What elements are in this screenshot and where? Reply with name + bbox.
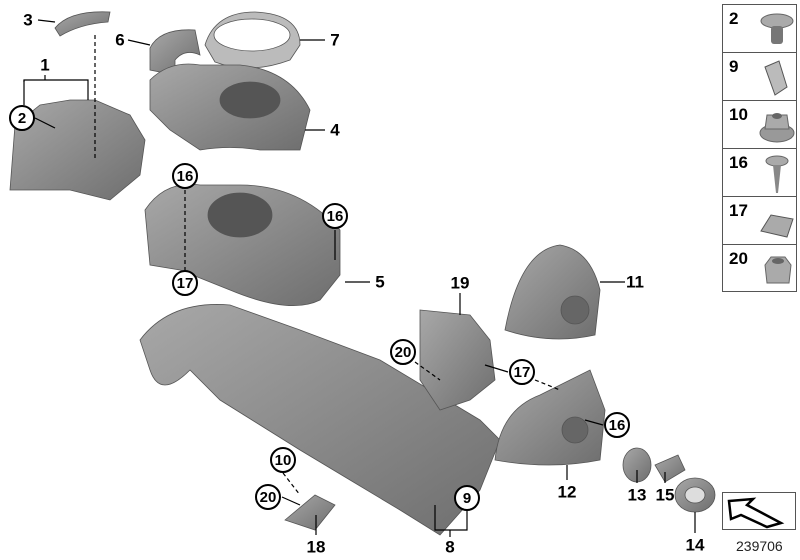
document-number: 239706	[736, 538, 783, 554]
legend-label: 9	[729, 57, 739, 76]
legend-label: 16	[729, 153, 748, 172]
circled-callout-16[interactable]: 16	[604, 412, 630, 438]
part-11-cover	[504, 244, 601, 340]
legend-item-17[interactable]: 17	[723, 197, 796, 245]
legend-label: 10	[729, 105, 748, 124]
callout-19[interactable]: 19	[450, 273, 470, 293]
circled-callout-20[interactable]: 20	[255, 484, 281, 510]
circled-callout-9[interactable]: 9	[454, 485, 480, 511]
legend-item-10[interactable]: 10	[723, 101, 796, 149]
clip-rivet-icon	[760, 13, 794, 44]
circled-callout-17[interactable]: 17	[172, 270, 198, 296]
assembly-arrow-symbol	[722, 492, 796, 530]
legend-item-2[interactable]: 2	[723, 5, 796, 53]
spring-clip-icon	[764, 60, 788, 96]
part-1-bracket	[9, 99, 146, 201]
callout-6[interactable]: 6	[115, 30, 125, 50]
callout-1[interactable]: 1	[40, 55, 50, 75]
callout-11[interactable]: 11	[626, 272, 644, 292]
callout-7[interactable]: 7	[330, 30, 340, 50]
callout-13[interactable]: 13	[627, 485, 647, 505]
callout-3[interactable]: 3	[23, 10, 33, 30]
legend-item-16[interactable]: 16	[723, 149, 796, 197]
callout-18[interactable]: 18	[306, 537, 326, 557]
legend-label: 17	[729, 201, 748, 220]
circled-callout-10[interactable]: 10	[270, 447, 296, 473]
callout-14[interactable]: 14	[685, 535, 705, 555]
speed-nut-icon	[760, 214, 794, 238]
callout-12[interactable]: 12	[557, 482, 577, 502]
arrow-icon	[727, 497, 785, 529]
callout-8[interactable]: 8	[445, 537, 455, 557]
screw-icon	[765, 155, 789, 193]
part-12-cover	[494, 369, 606, 466]
hex-nut-icon	[764, 256, 792, 284]
fastener-legend: 2 9 10 16 17 20	[722, 4, 797, 292]
legend-label: 2	[729, 9, 739, 28]
callout-15[interactable]: 15	[655, 485, 675, 505]
part-6-ring-segment	[149, 29, 201, 76]
circled-callout-16[interactable]: 16	[322, 203, 348, 229]
collar-nut-icon	[759, 113, 795, 143]
legend-item-20[interactable]: 20	[723, 245, 796, 293]
legend-item-9[interactable]: 9	[723, 53, 796, 101]
callout-4[interactable]: 4	[330, 120, 340, 140]
part-3-cover	[54, 11, 111, 37]
callout-5[interactable]: 5	[375, 272, 385, 292]
part-19-bracket	[419, 309, 496, 411]
part-18-bracket	[284, 494, 336, 531]
legend-label: 20	[729, 249, 748, 268]
circled-callout-17[interactable]: 17	[509, 359, 535, 385]
circled-callout-16[interactable]: 16	[172, 163, 198, 189]
circled-callout-2[interactable]: 2	[9, 105, 35, 131]
circled-callout-20[interactable]: 20	[390, 339, 416, 365]
part-15-socket	[654, 454, 686, 483]
